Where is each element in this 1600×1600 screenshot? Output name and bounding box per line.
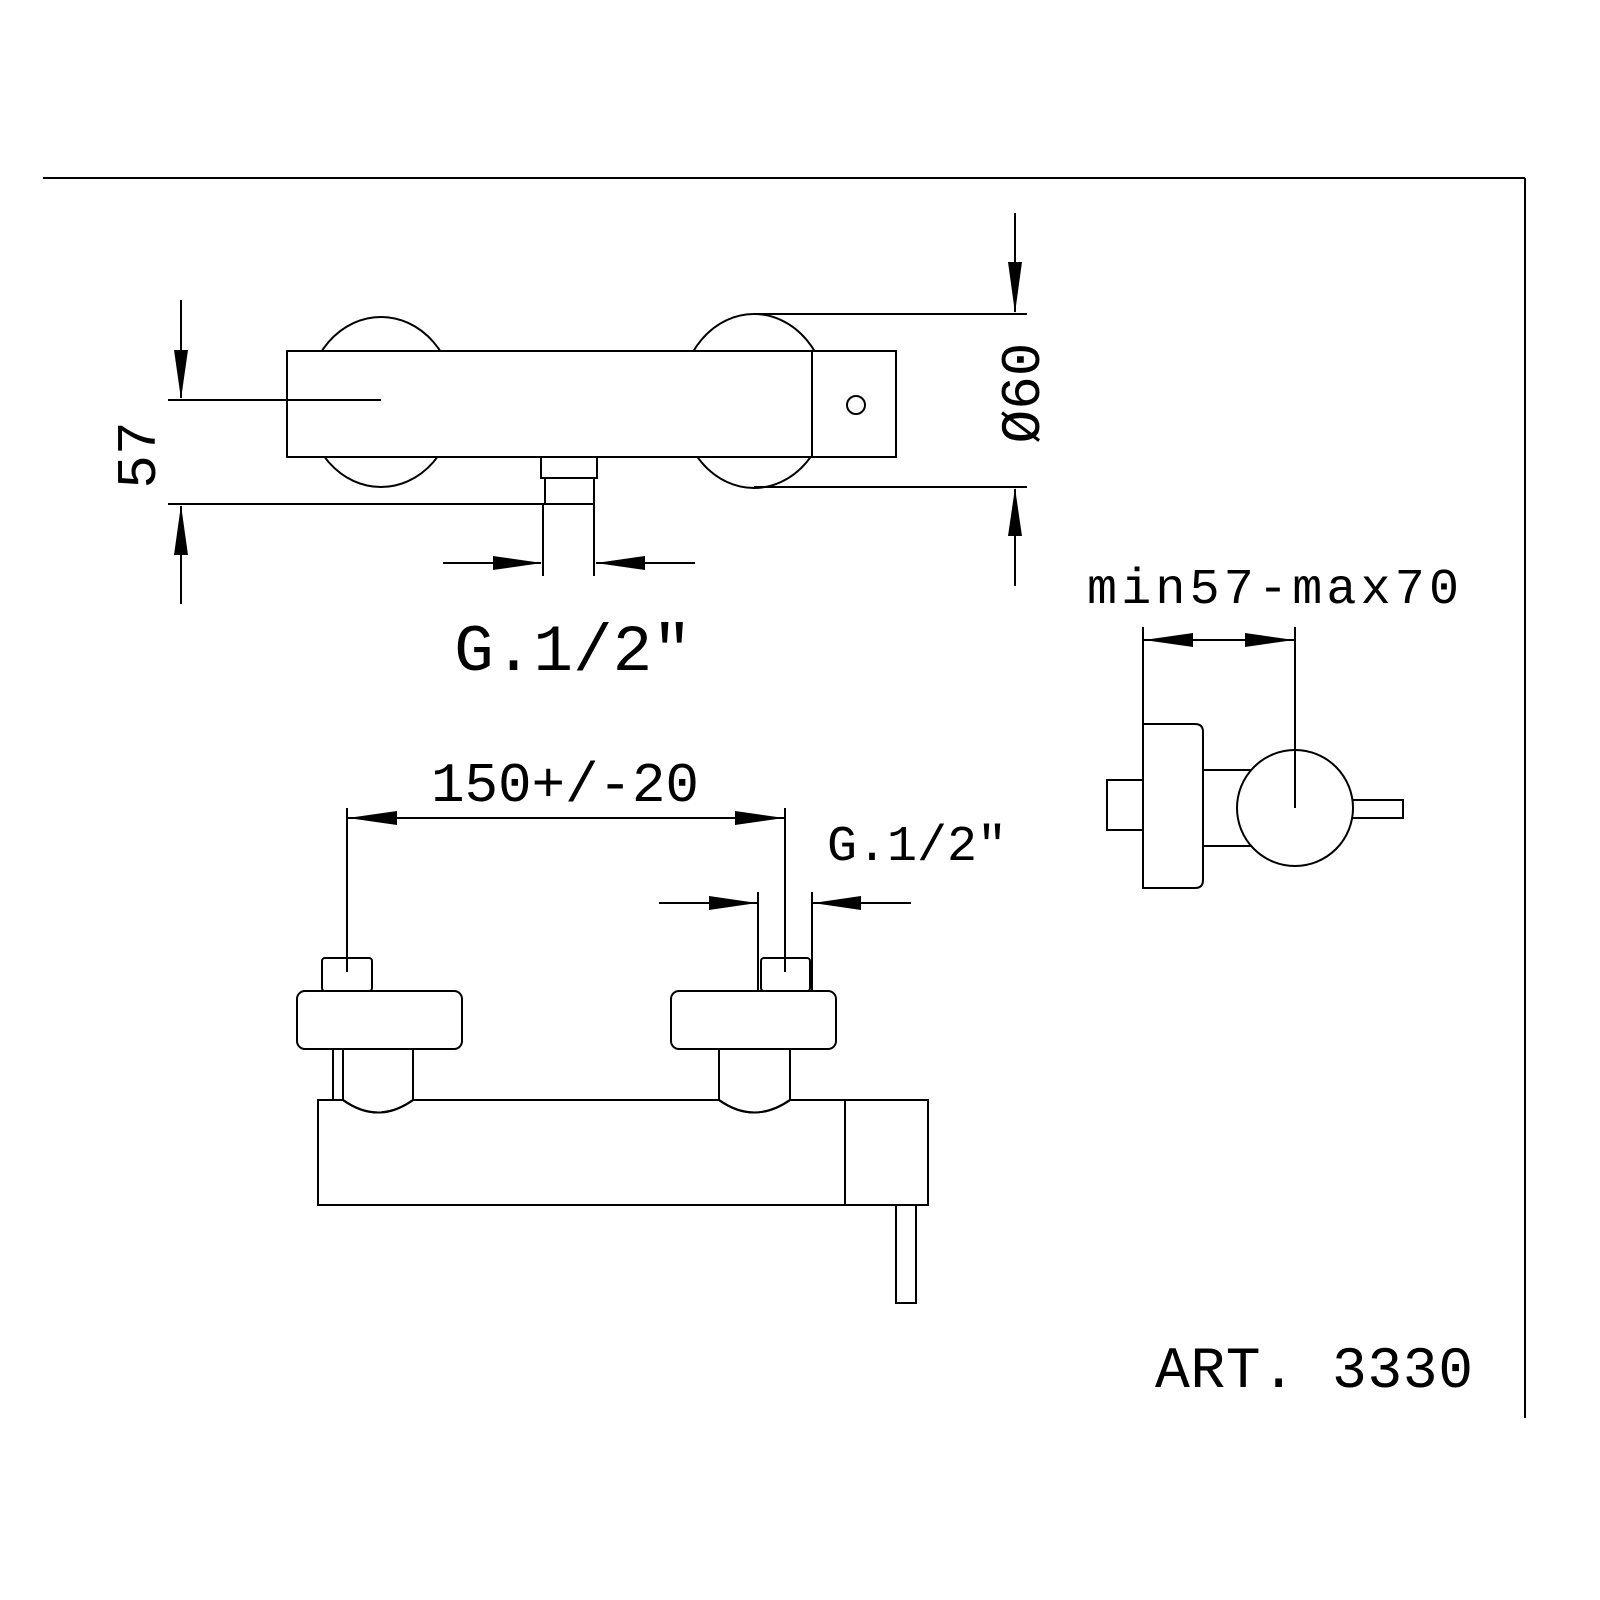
arrow-left-icon [596,556,645,570]
wall-escutcheon [1142,723,1204,889]
arrow-down-icon [174,350,188,399]
frame-border [43,177,1526,1418]
right-eccentric [718,1048,791,1114]
top-view: 57 G.1/2" Ø60 [108,213,1056,690]
inlet-thread-dimension: G.1/2" [659,819,1007,991]
handle-pivot [846,395,866,415]
depth-dim-label: min57-max70 [1087,562,1459,619]
lever [895,1204,917,1304]
arrow-right-icon [493,556,542,570]
spacing-dimension: 150+/-20 [346,754,786,972]
diameter-dim-label: Ø60 [992,343,1056,444]
arrow-right-icon [735,811,784,825]
left-eccentric [342,1048,414,1114]
arrow-right-icon [709,896,757,910]
diameter-dimension: Ø60 [754,213,1056,586]
arrow-left-icon [813,896,861,910]
height-dimension: 57 [108,300,545,604]
article-number: ART. 3330 [1155,1340,1473,1405]
outlet-thread-label: G.1/2" [454,615,692,690]
outlet-thread [544,477,595,505]
arrow-up-icon [1008,488,1022,536]
outlet-thread-dimension: G.1/2" [443,504,695,690]
front-view: 150+/-20 G.1/2" [296,754,1007,1304]
inlet-stub [1106,779,1144,831]
arrow-right-icon [1245,633,1294,647]
mixer-body [317,1099,929,1206]
arrow-down-icon [1008,262,1022,313]
arrow-left-icon [348,811,397,825]
left-escutcheon [296,990,463,1050]
arrow-up-icon [174,505,188,555]
inlet-thread-label: G.1/2" [827,819,1007,876]
spacing-dim-label: 150+/-20 [431,754,699,818]
arrow-left-icon [1144,633,1193,647]
lever [1349,799,1404,819]
side-view: min57-max70 [1087,562,1459,889]
outlet-nut [540,456,598,479]
mixer-body [286,350,897,458]
depth-dimension: min57-max70 [1087,562,1459,808]
right-escutcheon [670,990,837,1050]
height-dim-label: 57 [108,421,172,488]
